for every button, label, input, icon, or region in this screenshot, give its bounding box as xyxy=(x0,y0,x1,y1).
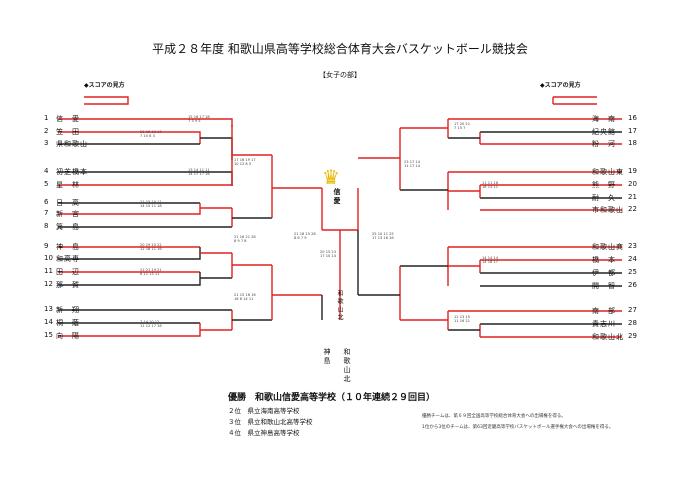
team-number: 21 xyxy=(628,193,637,201)
team-number: 25 xyxy=(628,268,637,276)
team-name: 市和歌山 xyxy=(592,206,624,214)
team-name: 貴志川 xyxy=(592,320,616,328)
team-number: 29 xyxy=(628,332,637,340)
team-name: 開 智 xyxy=(592,282,616,290)
score-legend-right: ◆スコアの見方 xyxy=(540,82,581,89)
team-name: 粉 河 xyxy=(592,140,616,148)
team-name: 日 高 xyxy=(56,199,80,207)
team-name: 和歌山商 xyxy=(592,243,624,251)
team-name: 和歌山東 xyxy=(592,168,624,176)
team-name: 熊 野 xyxy=(592,181,616,189)
result-second: ２位 県立海南高等学校 xyxy=(228,407,300,415)
note-kinki: 1位から3位のチームは、第63回近畿高等学校バスケットボール選手権大会への出場権… xyxy=(422,425,614,430)
team-name: 笠 田 xyxy=(56,128,80,136)
team-number: 18 xyxy=(628,139,637,147)
team-name: 田 辺 xyxy=(56,268,80,276)
team-name: 信 愛 xyxy=(56,115,80,123)
team-number: 23 xyxy=(628,242,637,250)
team-number: 19 xyxy=(628,167,637,175)
team-number: 7 xyxy=(44,209,49,217)
team-name: 那 賀 xyxy=(56,281,80,289)
team-name: 南 部 xyxy=(592,307,616,315)
team-number: 11 xyxy=(44,267,53,275)
team-name: 向 陽 xyxy=(56,332,80,340)
team-number: 13 xyxy=(44,305,53,313)
score-legend-left: ◆スコアの見方 xyxy=(84,82,125,89)
champion-name: 信愛 xyxy=(333,188,341,206)
team-name: 耐 久 xyxy=(592,194,616,202)
team-name: 桐 蔭 xyxy=(56,319,80,327)
crown-icon: ♛ xyxy=(322,165,340,189)
team-number: 10 xyxy=(44,254,53,262)
team-number: 3 xyxy=(44,139,49,147)
semifinal-bottom-right: 和歌山北 xyxy=(343,348,351,384)
team-number: 9 xyxy=(44,242,49,250)
result-winner: 優勝 和歌山信愛高等学校（１０年連続２９回目） xyxy=(228,393,436,403)
team-number: 24 xyxy=(628,255,637,263)
team-number: 28 xyxy=(628,319,637,327)
note-national: 優勝チームは、第６９回全国高等学校総合体育大会への出場権を得る。 xyxy=(422,414,566,419)
team-number: 16 xyxy=(628,114,637,122)
team-name: 星 林 xyxy=(56,181,80,189)
semifinal-bottom-left: 神島 xyxy=(323,348,331,366)
result-fourth: ４位 県立神島高等学校 xyxy=(228,429,300,437)
team-number: 8 xyxy=(44,222,49,230)
team-name: 和歌山北 xyxy=(592,333,624,341)
team-name: 伊 都 xyxy=(592,269,616,277)
team-number: 5 xyxy=(44,180,49,188)
team-number: 4 xyxy=(44,167,49,175)
team-name: 新 翔 xyxy=(56,306,80,314)
team-number: 12 xyxy=(44,280,53,288)
team-number: 1 xyxy=(44,114,49,122)
team-name: 初芝橋本 xyxy=(56,168,88,176)
team-number: 22 xyxy=(628,205,637,213)
team-name: 海 南 xyxy=(592,115,616,123)
team-name: 橋 本 xyxy=(592,256,616,264)
division-label: 【女子の部】 xyxy=(319,71,361,79)
team-number: 15 xyxy=(44,331,53,339)
team-number: 26 xyxy=(628,281,637,289)
team-number: 20 xyxy=(628,180,637,188)
team-name: 箕 島 xyxy=(56,223,80,231)
semifinal-team-label: 和歌山北 xyxy=(336,290,343,322)
team-name: 和高専 xyxy=(56,255,80,263)
page-title: 平成２８年度 和歌山県高等学校総合体育大会バスケットボール競技会 xyxy=(152,42,528,56)
team-number: 17 xyxy=(628,127,637,135)
result-third: ３位 県立和歌山北高等学校 xyxy=(228,418,313,426)
team-number: 2 xyxy=(44,127,49,135)
team-number: 6 xyxy=(44,198,49,206)
team-name: 神 島 xyxy=(56,243,80,251)
team-number: 14 xyxy=(44,318,53,326)
team-name: 県和歌山 xyxy=(56,140,88,148)
team-number: 27 xyxy=(628,306,637,314)
team-name: 紀央館 xyxy=(592,128,616,136)
team-name: 新 宮 xyxy=(56,210,80,218)
